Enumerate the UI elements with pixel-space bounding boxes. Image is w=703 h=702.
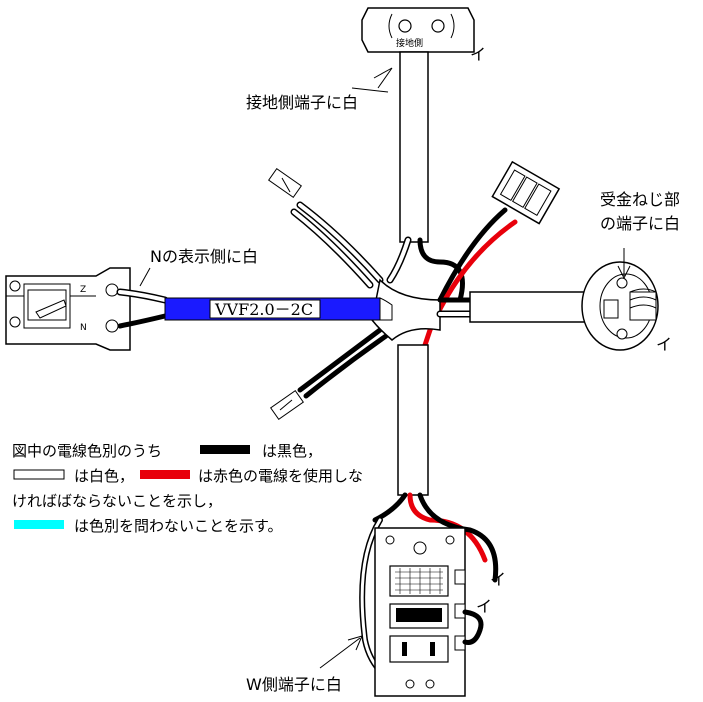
breaker: Z N [5,267,131,351]
wires [290,201,518,399]
label-n-side: Nの表示側に白 [150,247,258,266]
label-receptacle-screw-2: の端子に白 [600,214,680,233]
lampholder [581,261,659,351]
wire-connector-upper-left [268,167,302,199]
mark-i-lamp: イ [656,335,672,354]
legend-line3: ければばならないことを示し， [12,492,222,510]
cable-to-rosette [399,51,429,243]
mark-i-switch-1: イ [490,570,506,589]
ceiling-rosette: 接地側 [361,7,475,53]
legend-line4: は色別を問わないことを示す。 [74,517,283,535]
label-receptacle-screw: 受金ねじ部 [600,190,680,209]
mark-i-top: イ [470,45,486,64]
label-ground-terminal: 接地側端子に白 [246,93,358,112]
legend-line1-suffix: は黒色， [262,442,322,460]
legend-line1-prefix: 図中の電線色別のうち [12,442,162,460]
ground-side-marking: 接地側 [396,37,423,49]
vvf-cable-label: VVF2.0－2C [214,300,313,319]
legend: 図中の電線色別のうち は黒色， は白色， は赤色の電線を使用しな ければばならな… [12,442,363,535]
legend-swatch-cyan [14,520,64,529]
legend-swatch-red [140,470,190,479]
mark-n: N [80,323,87,333]
mark-z: Z [80,285,86,295]
switch-box [374,527,466,697]
legend-swatch-black [200,445,250,454]
mark-i-switch-2: イ [476,597,492,616]
legend-line2-red: は赤色の電線を使用しな [198,467,363,485]
legend-swatch-white [13,469,65,480]
legend-line2-white: は白色， [74,467,134,485]
push-in-connector [491,160,561,225]
wire-connector-lower-left [270,389,304,421]
label-w-side: W側端子に白 [246,675,342,694]
cable-to-switch-box [397,344,429,496]
cable-to-lampholder [469,291,591,323]
